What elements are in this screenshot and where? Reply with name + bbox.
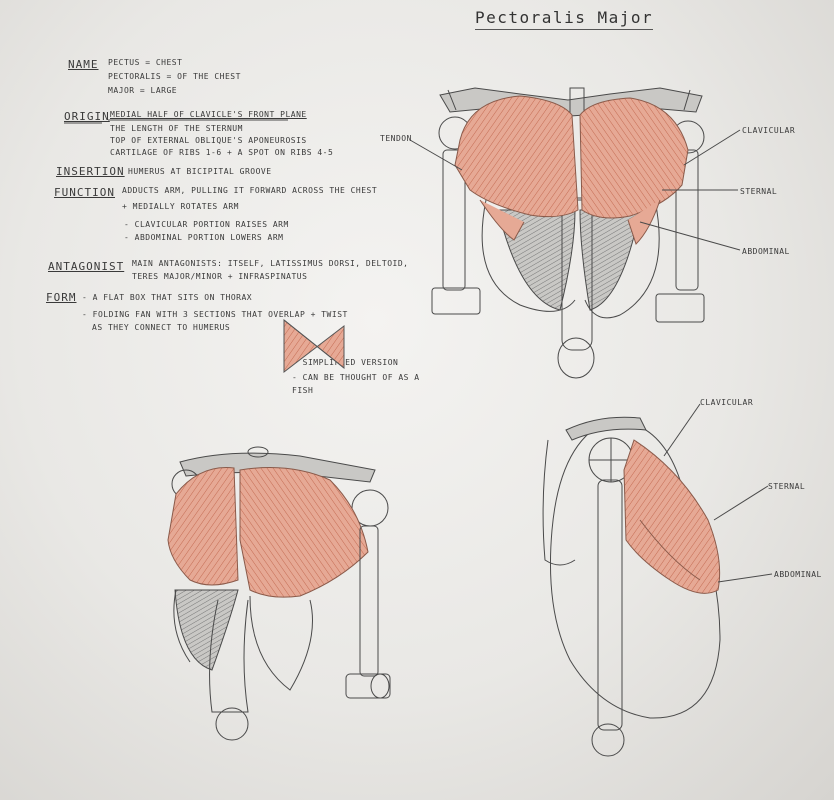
origin-line: Medial half of clavicle's front plane [110,110,307,119]
antagonist-heading: Antagonist [48,260,125,273]
antagonist-line: teres major/minor + infraspinatus [132,272,308,281]
simplified-note: fish [292,386,314,395]
origin-line: The length of the sternum [110,124,243,133]
simplified-note: - Can be thought of as a [292,373,420,382]
label-sternal-side: Sternal [768,482,806,491]
label-sternal: Sternal [740,187,778,196]
insertion-heading: Insertion [56,165,125,178]
form-line: - A flat box that sits on thorax [82,293,253,302]
name-heading: Name [68,58,99,71]
label-clavicular: Clavicular [742,126,796,135]
front-view-drawing [409,87,741,379]
label-abdominal-side: Abdominal [774,570,822,579]
origin-heading: Origin [64,110,110,123]
label-tendon: Tendon [380,134,412,143]
function-line: + Medially rotates arm [122,202,239,211]
function-heading: Function [54,186,115,199]
form-line: as they connect to humerus [92,323,231,332]
antagonist-line: Main antagonists: itself, latissimus dor… [132,259,409,268]
name-line: Major = Large [108,86,178,95]
simplified-note: - Simplified version [292,358,399,367]
insertion-text: Humerus at bicipital groove [128,167,272,176]
label-abdominal: Abdominal [742,247,790,256]
side-view-drawing [542,403,773,757]
form-heading: Form [46,291,77,304]
simplified-fish-diagram [283,318,345,374]
function-line: Adducts arm, pulling it forward across t… [122,186,378,195]
origin-line: Top of external oblique's aponeurosis [110,136,307,145]
origin-line: Cartilage of ribs 1-6 + a spot on ribs 4… [110,148,334,157]
function-line: - Clavicular portion raises arm [124,220,289,229]
three-quarter-view-drawing [167,446,391,741]
function-line: - Abdominal portion lowers arm [124,233,284,242]
label-clavicular-side: Clavicular [700,398,754,407]
page-title: Pectoralis Major [475,8,654,30]
form-line: - Folding fan with 3 sections that overl… [82,310,348,319]
name-line: Pectoralis = of the chest [108,72,241,81]
name-line: Pectus = Chest [108,58,183,67]
